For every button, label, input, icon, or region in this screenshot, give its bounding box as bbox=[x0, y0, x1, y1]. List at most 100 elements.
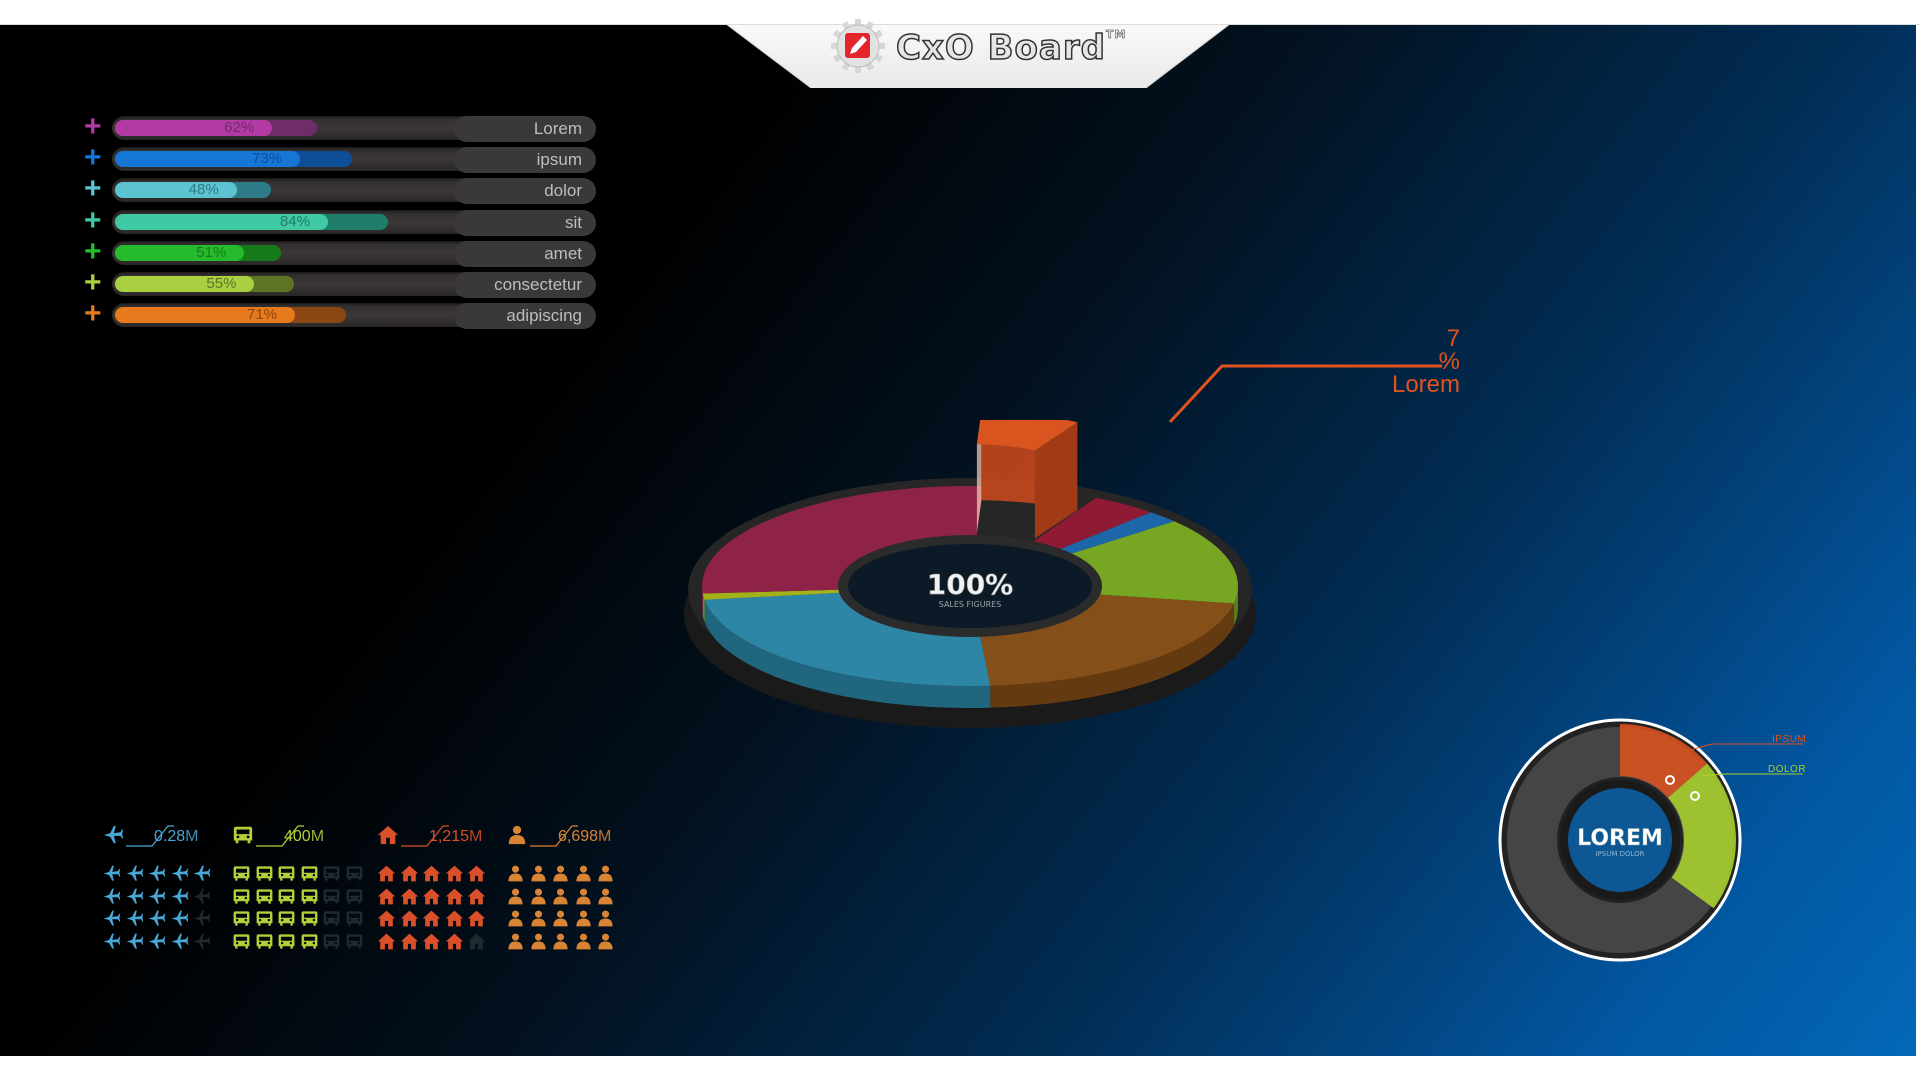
bus-icon bbox=[233, 911, 250, 926]
progress-fill: 55% bbox=[115, 276, 294, 292]
progress-highlight bbox=[115, 182, 237, 199]
house-icon bbox=[400, 933, 418, 949]
house-icon bbox=[377, 910, 396, 927]
person-icon bbox=[598, 933, 613, 949]
brand-name-text: CxO Board bbox=[895, 27, 1106, 69]
person-icon bbox=[530, 865, 546, 882]
stat-number: 6,698 bbox=[558, 828, 599, 845]
progress-track: 62% bbox=[112, 116, 520, 140]
stat-value: 400M bbox=[284, 828, 324, 846]
expand-plus-icon[interactable]: + bbox=[84, 266, 102, 299]
raised-slice-side bbox=[976, 420, 982, 533]
callout-line bbox=[1168, 364, 1442, 424]
airplane-icon bbox=[193, 888, 211, 904]
person-icon bbox=[575, 888, 591, 904]
progress-label-tag[interactable]: Lorem bbox=[454, 116, 596, 142]
stat-header: 0.28M bbox=[102, 822, 342, 848]
stat-value: 0.28M bbox=[154, 828, 198, 846]
airplane-icon bbox=[193, 933, 211, 949]
house-icon bbox=[377, 888, 396, 904]
progress-percent: 62% bbox=[224, 119, 255, 136]
expand-plus-icon[interactable]: + bbox=[84, 172, 102, 206]
airplane-icon bbox=[193, 910, 211, 926]
progress-row: +48%dolor bbox=[80, 172, 600, 206]
progress-label-tag[interactable]: dolor bbox=[454, 178, 596, 205]
progress-fill: 51% bbox=[115, 244, 281, 261]
stat-underline bbox=[256, 825, 304, 847]
pencil-icon bbox=[850, 36, 867, 54]
house-icon bbox=[467, 910, 486, 927]
bus-icon bbox=[301, 911, 317, 926]
expand-plus-icon[interactable]: + bbox=[84, 297, 102, 331]
pie-center-caption: SALES FIGURES bbox=[939, 600, 1002, 609]
house-icon bbox=[422, 910, 441, 927]
bus-icon bbox=[323, 911, 340, 926]
airplane-icon bbox=[103, 865, 121, 881]
progress-fill: 71% bbox=[115, 306, 346, 324]
airplane-icon bbox=[193, 865, 211, 881]
gear-tooth bbox=[855, 19, 861, 28]
airplane-icon bbox=[103, 910, 121, 926]
progress-label-tag[interactable]: sit bbox=[454, 209, 596, 236]
expand-plus-icon[interactable]: + bbox=[84, 234, 102, 268]
pie-slice-wall bbox=[702, 593, 705, 622]
person-icon bbox=[553, 865, 568, 882]
stat-value: 1,215M bbox=[429, 828, 482, 846]
gear-pencil-logo-icon bbox=[831, 19, 885, 73]
house-icon bbox=[422, 865, 441, 882]
progress-label-tag[interactable]: consectetur bbox=[454, 272, 596, 298]
house-icon bbox=[377, 933, 396, 949]
pie-slice-wall bbox=[702, 586, 703, 616]
bus-icon bbox=[301, 866, 317, 881]
progress-row: +55% consectetur bbox=[80, 266, 600, 299]
airplane-icon bbox=[126, 888, 143, 904]
bus-icon bbox=[278, 888, 295, 904]
person-icon bbox=[553, 933, 568, 949]
donut-center bbox=[1568, 788, 1672, 892]
house-icon bbox=[467, 933, 486, 949]
progress-label-tag[interactable]: amet bbox=[454, 240, 596, 267]
brand-title: CxO BoardTM bbox=[895, 27, 1126, 69]
bus-icon bbox=[233, 866, 250, 881]
pie-slice-wall bbox=[1233, 586, 1238, 626]
progress-label-tag[interactable]: adipiscing bbox=[454, 303, 596, 330]
donut-subtitle: IPSUM DOLOR bbox=[1595, 850, 1644, 858]
progress-highlight bbox=[115, 307, 295, 324]
airplane-icon bbox=[171, 933, 188, 949]
pie-slice bbox=[1030, 497, 1151, 551]
progress-row: +73%ipsum bbox=[80, 141, 600, 175]
expand-plus-icon[interactable]: + bbox=[84, 203, 102, 237]
donut-title: LOREM bbox=[1577, 826, 1663, 851]
progress-track: 51% bbox=[112, 240, 520, 265]
progress-percent: 84% bbox=[279, 212, 310, 230]
bus-icon bbox=[346, 911, 362, 926]
progress-row: +71% adipiscing bbox=[80, 297, 600, 331]
house-icon bbox=[400, 888, 418, 904]
raised-slice-top bbox=[976, 420, 1078, 451]
bus-icon bbox=[346, 933, 362, 949]
sales-pie-chart: 100%SALES FIGURES bbox=[684, 420, 1256, 728]
bottom-frame bbox=[0, 1056, 1920, 1080]
bus-icon bbox=[233, 888, 250, 904]
house-icon bbox=[400, 865, 418, 882]
house-icon bbox=[445, 933, 463, 949]
progress-label-tag[interactable]: ipsum bbox=[454, 147, 596, 174]
stat-header: 1,215M bbox=[377, 822, 617, 848]
person-icon bbox=[530, 888, 546, 904]
bus-icon bbox=[278, 933, 295, 949]
house-icon bbox=[467, 865, 486, 882]
expand-plus-icon[interactable]: + bbox=[84, 141, 102, 175]
progress-fill: 62% bbox=[115, 120, 317, 136]
callout-value: 7 bbox=[1446, 325, 1460, 352]
bus-icon bbox=[256, 866, 272, 881]
expand-plus-icon[interactable]: + bbox=[84, 110, 102, 143]
airplane-icon bbox=[103, 825, 124, 844]
person-icon bbox=[598, 865, 613, 882]
pie-slice bbox=[704, 592, 991, 686]
person-icon bbox=[508, 825, 526, 845]
progress-row: +62% Lorem bbox=[80, 110, 600, 143]
progress-fill: 84% bbox=[115, 212, 388, 230]
progress-percent: 71% bbox=[246, 306, 278, 324]
bus-icon bbox=[256, 933, 272, 949]
person-icon bbox=[598, 888, 613, 904]
